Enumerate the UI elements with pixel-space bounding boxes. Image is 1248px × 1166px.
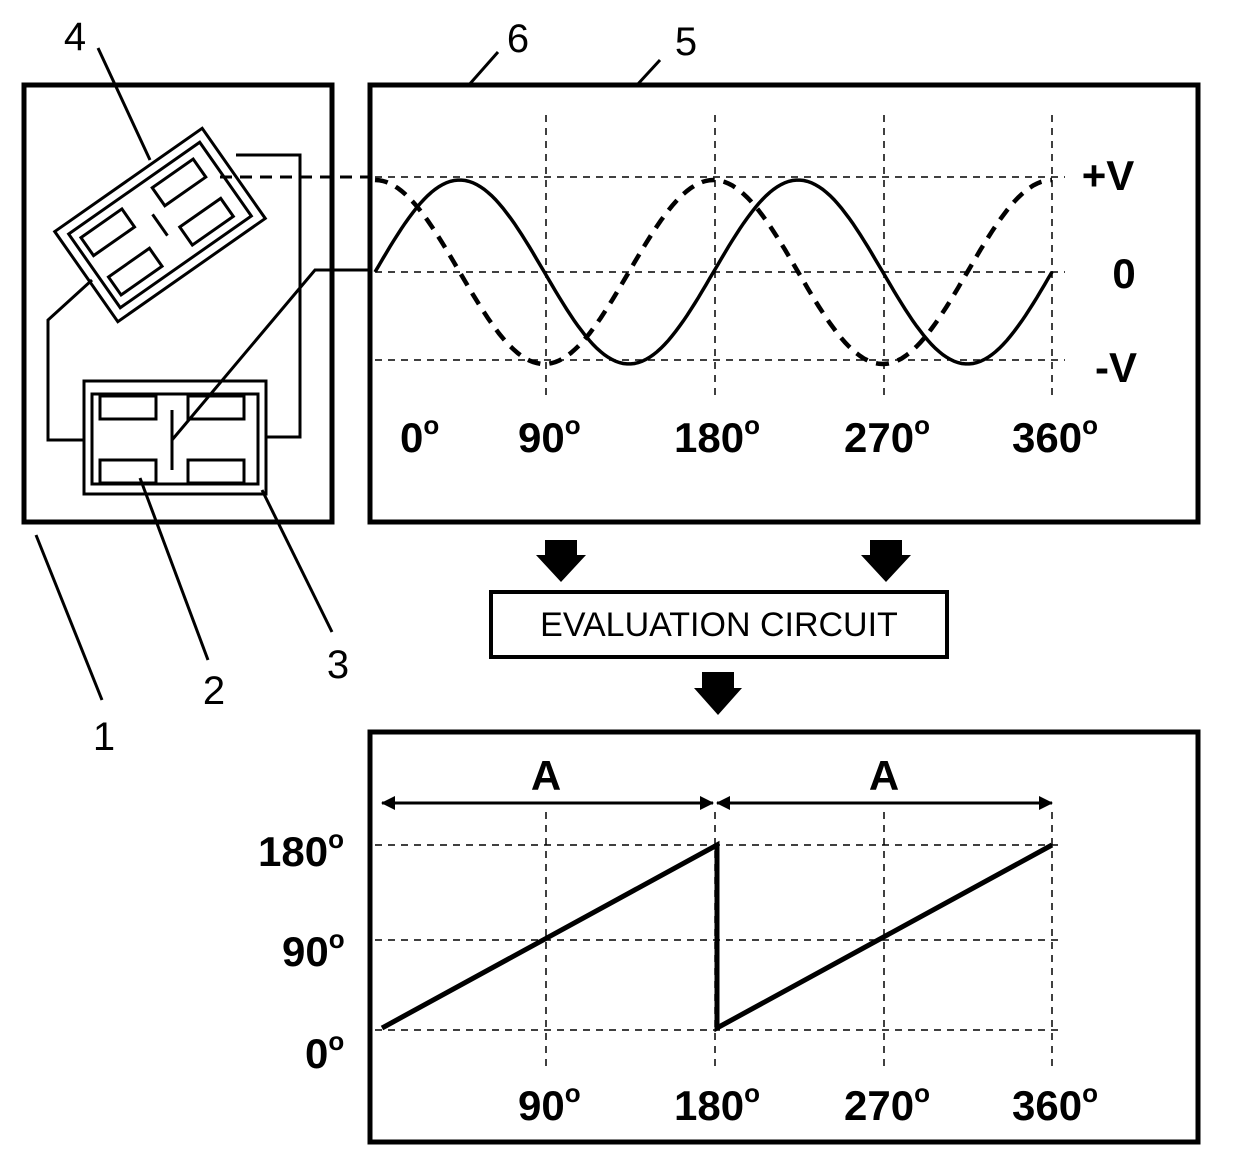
signal-wire-solid xyxy=(170,268,370,441)
top-angle-180: 180o xyxy=(674,410,760,461)
numeral-1: 1 xyxy=(93,715,115,759)
interval-label-1: A xyxy=(531,752,561,799)
board-resistor xyxy=(150,156,208,208)
numeral-5: 5 xyxy=(675,20,697,64)
board-resistor xyxy=(177,196,236,248)
x-label-180: 180o xyxy=(674,1078,760,1129)
level-plus-v: +V xyxy=(1082,152,1135,199)
x-label-90: 90o xyxy=(518,1078,581,1129)
numeral-4: 4 xyxy=(64,15,86,59)
numeral-2: 2 xyxy=(203,669,225,713)
angle-plot-frame xyxy=(367,729,1201,1145)
top-angle-0: 0o xyxy=(400,410,439,461)
numeral-3: 3 xyxy=(327,643,349,687)
top-angle-labels: 0o 90o 180o 270o 360o xyxy=(400,410,1098,461)
evaluation-circuit-label: EVALUATION CIRCUIT xyxy=(540,606,898,644)
bridge-resistor xyxy=(98,394,158,421)
wire-right xyxy=(236,153,302,439)
y-label-180: 180o xyxy=(258,824,344,875)
x-label-270: 270o xyxy=(844,1078,930,1129)
leader-2 xyxy=(138,477,210,661)
board-resistor xyxy=(78,206,137,258)
bottom-y-labels: 180o 90o 0o xyxy=(258,824,345,1077)
angle-sawtooth-line xyxy=(380,840,1054,1033)
signal-plot-frame xyxy=(367,82,1201,525)
numeral-6: 6 xyxy=(507,17,529,61)
down-arrow-center xyxy=(694,672,742,715)
cosine-signal-curve xyxy=(374,177,1053,367)
top-angle-90: 90o xyxy=(518,410,581,461)
evaluation-circuit-box xyxy=(489,590,949,659)
y-label-0: 0o xyxy=(305,1026,344,1077)
bridge-resistor xyxy=(186,394,246,421)
leader-3 xyxy=(260,489,334,633)
wire-left xyxy=(46,278,94,442)
level-zero: 0 xyxy=(1112,250,1135,297)
top-angle-360: 360o xyxy=(1012,410,1098,461)
top-angle-270: 270o xyxy=(844,410,930,461)
down-arrow-right xyxy=(861,540,911,582)
leader-4 xyxy=(96,47,152,161)
bridge-resistor xyxy=(186,458,246,485)
level-minus-v: -V xyxy=(1095,344,1137,391)
bottom-x-labels: 90o 180o 270o 360o xyxy=(518,1078,1098,1129)
rotating-bridge-board xyxy=(52,126,268,324)
x-label-360: 360o xyxy=(1012,1078,1098,1129)
interval-label-2: A xyxy=(869,752,899,799)
board-resistor xyxy=(106,246,165,298)
bridge-resistor xyxy=(98,458,158,485)
down-arrow-left xyxy=(536,540,586,582)
sine-signal-curve xyxy=(373,178,1054,366)
y-label-90: 90o xyxy=(282,924,345,975)
leader-1 xyxy=(34,534,104,701)
